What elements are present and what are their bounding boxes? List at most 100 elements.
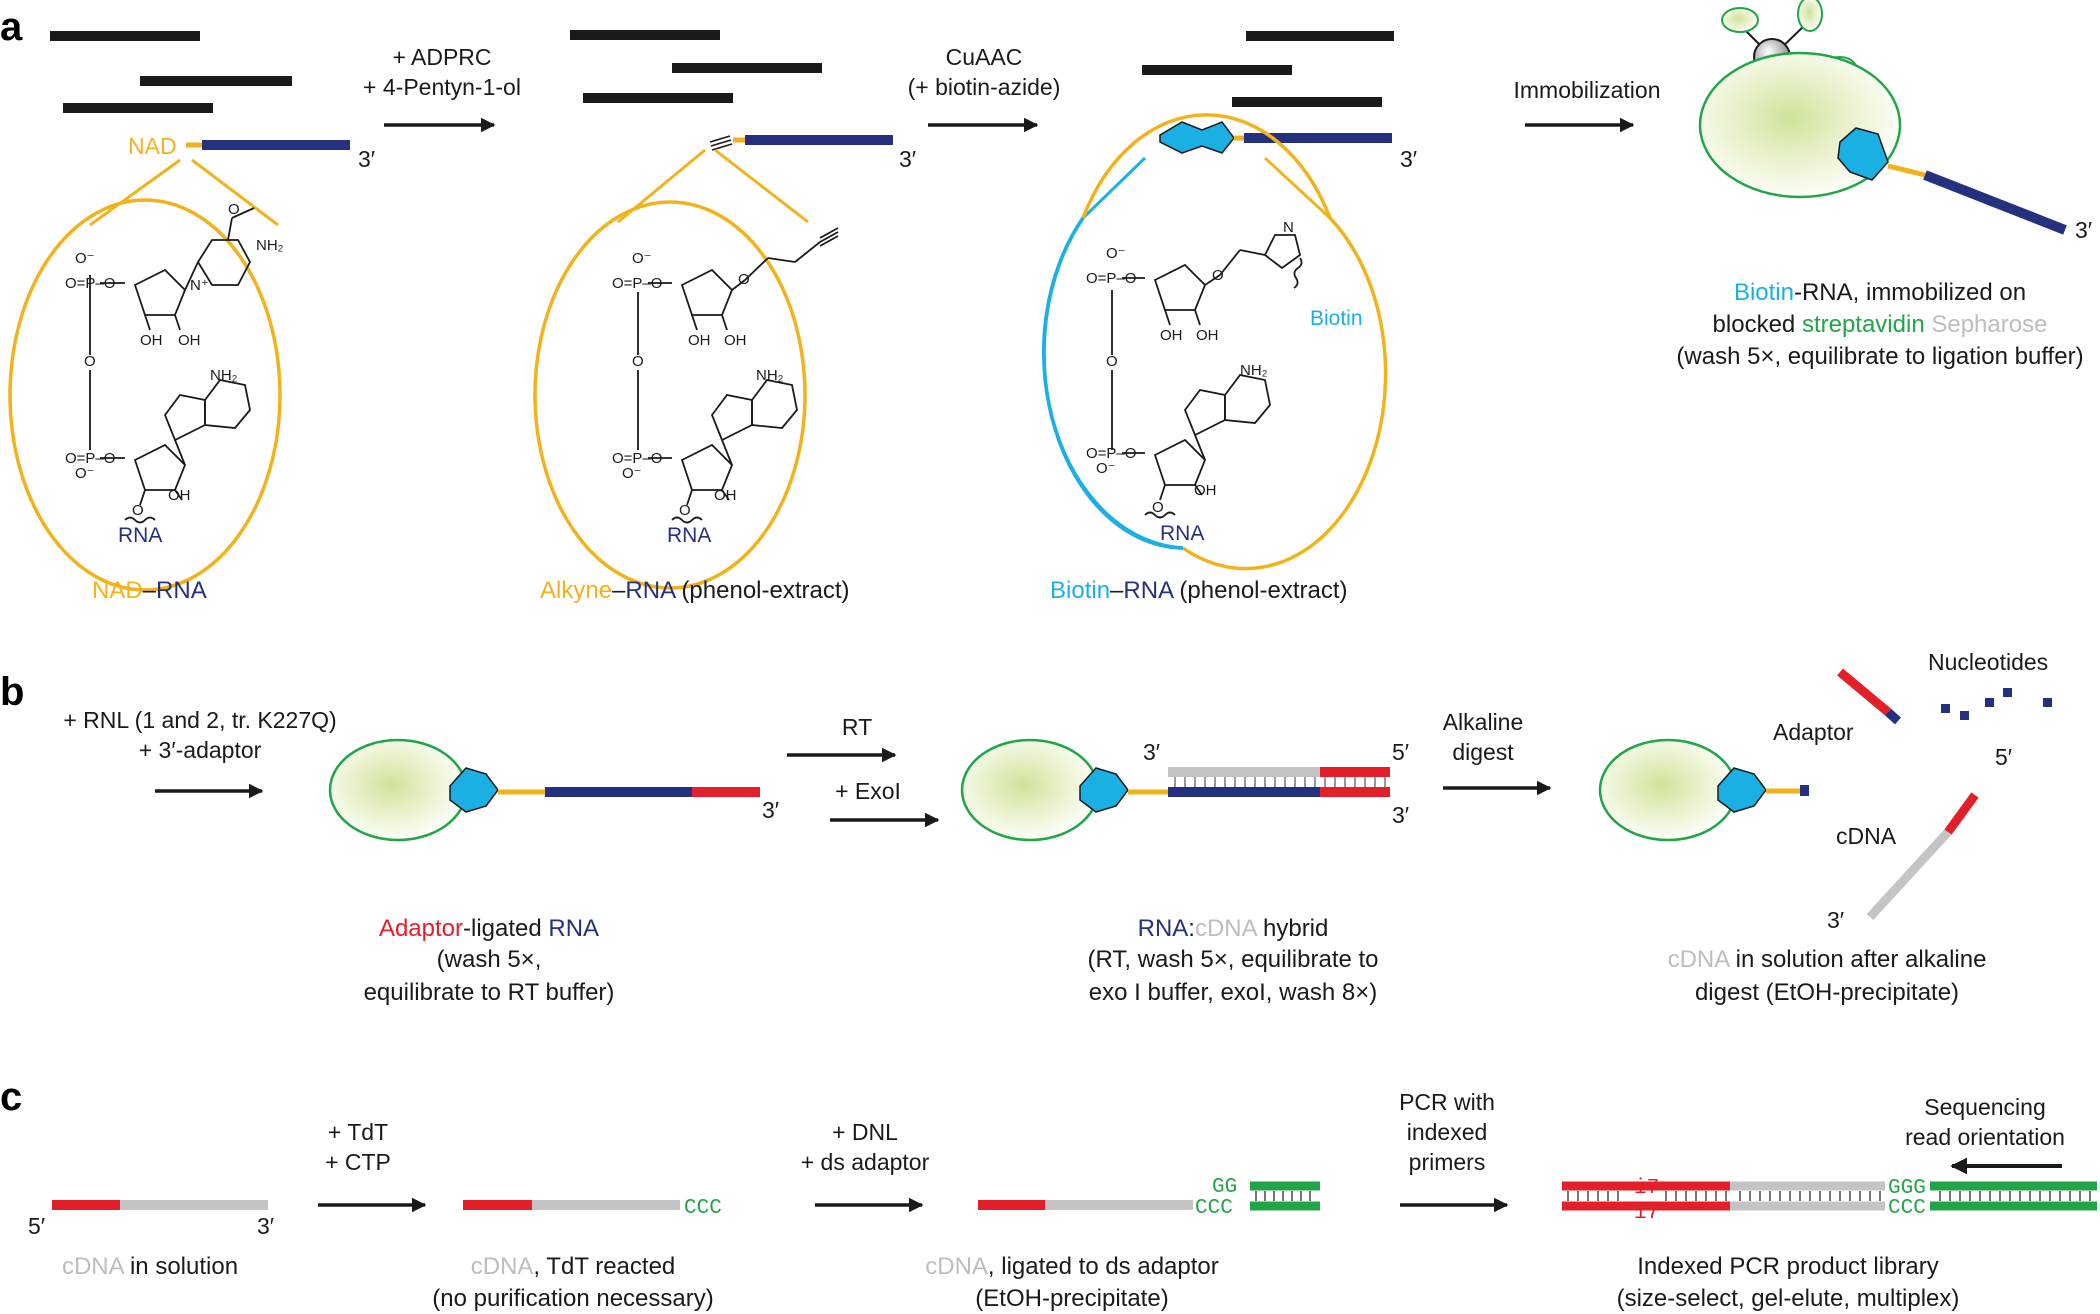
svg-text:OH: OH	[1196, 327, 1219, 344]
caption-hybrid-line1: RNA:cDNA hybrid	[1138, 915, 1329, 942]
svg-text:RT: RT	[842, 714, 872, 740]
svg-text:O: O	[228, 201, 240, 218]
svg-text:+ ADPRC: + ADPRC	[392, 44, 491, 70]
caption-ligated-line1: cDNA, ligated to ds adaptor	[925, 1253, 1219, 1280]
svg-text:OH: OH	[714, 487, 737, 504]
cdna-in-solution-group: 5′ 3′	[28, 1200, 274, 1239]
svg-text:GGG: GGG	[1888, 1177, 1926, 1200]
svg-text:RNA: RNA	[1160, 522, 1204, 545]
svg-text:O: O	[84, 353, 96, 370]
ligated-ds-adaptor-group: GG CCC	[978, 1176, 1320, 1220]
base-pair-ticks	[1567, 1191, 2091, 1201]
svg-text:digest: digest	[1452, 739, 1514, 765]
svg-text:(EtOH-precipitate): (EtOH-precipitate)	[975, 1285, 1168, 1312]
svg-text:equilibrate to RT buffer): equilibrate to RT buffer)	[364, 979, 615, 1006]
cdna-label: cDNA	[1836, 823, 1897, 849]
svg-text:Immobilization: Immobilization	[1514, 77, 1661, 103]
caption-nad-rna: NAD–RNA	[92, 577, 207, 604]
caption-adaptor-ligated-line1: Adaptor-ligated RNA	[379, 915, 599, 942]
after-digest-group: Adaptor Nucleotides 5′ 3′ cDNA	[1598, 649, 2052, 933]
protein-bar	[140, 76, 292, 86]
svg-text:read orientation: read orientation	[1905, 1124, 2065, 1150]
nucleotides-label: Nucleotides	[1928, 649, 2048, 675]
svg-text:OH: OH	[1194, 482, 1217, 499]
svg-text:exo I buffer, exoI, wash 8×): exo I buffer, exoI, wash 8×)	[1089, 979, 1377, 1006]
svg-text:3′: 3′	[762, 797, 779, 823]
svg-text:O: O	[679, 502, 691, 519]
svg-text:O: O	[632, 353, 644, 370]
protein-bar	[50, 31, 200, 41]
svg-text:(wash 5×,: (wash 5×,	[437, 946, 542, 973]
svg-text:O: O	[132, 502, 144, 519]
svg-text:(RT, wash 5×, equilibrate to: (RT, wash 5×, equilibrate to	[1087, 946, 1378, 973]
svg-text:5′: 5′	[1392, 739, 1409, 765]
svg-text:5′: 5′	[1995, 744, 2012, 770]
panel-label-c: c	[0, 1075, 22, 1119]
svg-text:O=P–O: O=P–O	[612, 275, 662, 292]
svg-text:O: O	[1212, 267, 1224, 284]
caption-immobilized-line1: Biotin-RNA, immobilized on	[1734, 279, 2026, 306]
svg-text:O=P–O: O=P–O	[612, 450, 662, 467]
streptavidin-bead-icon	[328, 738, 468, 842]
svg-text:O⁻: O⁻	[1106, 245, 1126, 262]
streptavidin-bead-icon	[1598, 738, 1738, 842]
svg-text:O⁻: O⁻	[622, 465, 642, 482]
nucleotide-squares	[1941, 688, 2052, 720]
panel-label-b: b	[0, 670, 24, 714]
svg-text:OH: OH	[1160, 327, 1183, 344]
biotin-structure	[1111, 234, 1303, 519]
svg-text:O=P–O: O=P–O	[65, 275, 115, 292]
rna-chem-label: RNA	[118, 524, 162, 547]
svg-text:3′: 3′	[1827, 907, 1844, 933]
caption-in-solution: cDNA in solution	[62, 1253, 238, 1280]
alkyne-zoom-arc	[1081, 113, 1388, 571]
svg-text:O: O	[1106, 353, 1118, 370]
base-pair-ticks	[1174, 777, 1386, 787]
svg-text:O⁻: O⁻	[632, 250, 652, 267]
svg-text:5′: 5′	[28, 1213, 45, 1239]
svg-text:primers: primers	[1409, 1149, 1486, 1175]
ccc-tail: CCC	[684, 1197, 722, 1220]
svg-text:O⁻: O⁻	[1096, 460, 1116, 477]
svg-text:OH: OH	[168, 487, 191, 504]
svg-text:O: O	[1152, 499, 1164, 516]
panel-label-a: a	[0, 5, 23, 49]
caption-immobilized-line3: (wash 5×, equilibrate to ligation buffer…	[1676, 343, 2083, 370]
svg-text:CCC: CCC	[1195, 1197, 1233, 1220]
svg-text:NH₂: NH₂	[210, 367, 238, 384]
caption-biotin-rna: Biotin–RNA (phenol-extract)	[1050, 577, 1348, 604]
adaptor-label: Adaptor	[1773, 719, 1854, 745]
nad-structure	[89, 207, 255, 524]
svg-text:O=P–O: O=P–O	[1086, 445, 1136, 462]
svg-text:Sequencing: Sequencing	[1924, 1094, 2046, 1120]
svg-text:Alkaline: Alkaline	[1443, 709, 1524, 735]
svg-text:NH₂: NH₂	[256, 237, 284, 254]
svg-text:3′: 3′	[2075, 217, 2092, 243]
pcr-library-group: i7 i7 GGG CCC Sequencing read orientatio…	[1562, 1094, 2097, 1225]
svg-text:NH₂: NH₂	[1240, 362, 1268, 379]
svg-text:O=P–O: O=P–O	[65, 450, 115, 467]
svg-text:RNA: RNA	[667, 524, 711, 547]
svg-text:+ RNL (1 and 2, tr. K227Q): + RNL (1 and 2, tr. K227Q)	[63, 707, 336, 733]
biotin-chem-label: Biotin	[1310, 307, 1363, 330]
svg-text:CuAAC: CuAAC	[946, 44, 1023, 70]
immobilized-bead-group: 3′	[1698, 0, 2092, 243]
caption-alkyne-rna: Alkyne–RNA (phenol-extract)	[540, 577, 850, 604]
protein-bar	[63, 103, 213, 113]
svg-text:GG: GG	[1212, 1176, 1237, 1199]
biotin-shape-icon	[1079, 767, 1129, 813]
tdt-reacted-group: CCC	[463, 1197, 722, 1220]
alkyne-structure	[637, 227, 839, 524]
caption-library-line2: (size-select, gel-elute, multiplex)	[1617, 1285, 1960, 1312]
nad-rna-group: NAD 3′ O⁻ O=P–O O	[8, 31, 375, 592]
svg-text:O=P–O: O=P–O	[1086, 270, 1136, 287]
svg-text:digest (EtOH-precipitate): digest (EtOH-precipitate)	[1695, 979, 1959, 1006]
svg-text:NH₂: NH₂	[756, 367, 784, 384]
nad-label: NAD	[128, 133, 177, 159]
svg-text:3′: 3′	[899, 146, 916, 172]
svg-text:+ DNL: + DNL	[832, 1119, 898, 1145]
streptavidin-bead-icon	[960, 738, 1100, 842]
svg-text:+ ExoI: + ExoI	[835, 778, 901, 804]
three-prime-label: 3′	[358, 146, 375, 172]
